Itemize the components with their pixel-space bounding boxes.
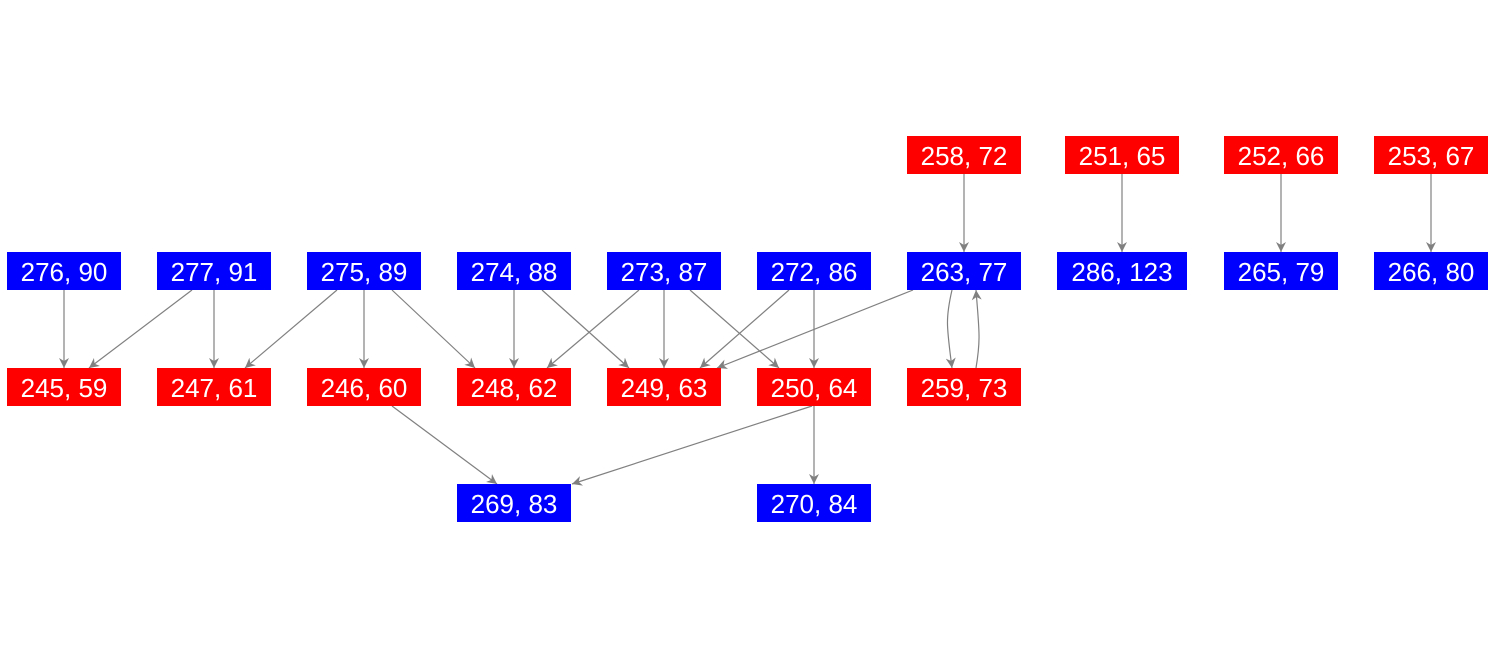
node-273: 273, 87: [607, 252, 721, 290]
node-label: 274, 88: [471, 257, 558, 287]
node-label: 286, 123: [1071, 257, 1172, 287]
node-box: [1374, 136, 1488, 174]
node-label: 269, 83: [471, 489, 558, 519]
node-258: 258, 72: [907, 136, 1021, 174]
node-box: [757, 484, 871, 522]
node-266: 266, 80: [1374, 252, 1488, 290]
node-box: [307, 252, 421, 290]
edge-272-to-249: [699, 289, 790, 369]
node-label: 258, 72: [921, 141, 1008, 171]
node-274: 274, 88: [457, 252, 571, 290]
node-249: 249, 63: [607, 368, 721, 406]
edge-259-to-263: [971, 289, 982, 369]
node-label: 272, 86: [771, 257, 858, 287]
node-253: 253, 67: [1374, 136, 1488, 174]
node-box: [1224, 252, 1338, 290]
node-259: 259, 73: [907, 368, 1021, 406]
node-label: 252, 66: [1238, 141, 1325, 171]
node-245: 245, 59: [7, 368, 121, 406]
node-251: 251, 65: [1065, 136, 1179, 174]
edge-263-to-259: [945, 289, 956, 369]
node-label: 270, 84: [771, 489, 858, 519]
node-248: 248, 62: [457, 368, 571, 406]
node-252: 252, 66: [1224, 136, 1338, 174]
edge-263-to-249: [716, 289, 914, 369]
node-label: 259, 73: [921, 373, 1008, 403]
node-box: [757, 368, 871, 406]
node-box: [607, 368, 721, 406]
node-box: [457, 252, 571, 290]
edge-250-to-269: [571, 405, 813, 486]
node-box: [457, 368, 571, 406]
node-270: 270, 84: [757, 484, 871, 522]
node-box: [607, 252, 721, 290]
node-label: 250, 64: [771, 373, 858, 403]
node-label: 247, 61: [171, 373, 258, 403]
node-box: [1374, 252, 1488, 290]
node-box: [1065, 136, 1179, 174]
nodes-layer: 258, 72 251, 65 252, 66 253, 67 276, 90 277, …: [7, 136, 1488, 522]
node-box: [457, 484, 571, 522]
node-label: 246, 60: [321, 373, 408, 403]
node-263: 263, 77: [907, 252, 1021, 290]
node-250: 250, 64: [757, 368, 871, 406]
edge-274-to-249: [541, 289, 630, 369]
edge-275-to-247: [244, 289, 338, 369]
node-box: [1057, 252, 1187, 290]
edge-275-to-248: [391, 289, 476, 369]
node-247: 247, 61: [157, 368, 271, 406]
node-box: [757, 252, 871, 290]
node-label: 277, 91: [171, 257, 258, 287]
node-label: 251, 65: [1079, 141, 1166, 171]
node-265: 265, 79: [1224, 252, 1338, 290]
node-box: [1224, 136, 1338, 174]
edge-273-to-248: [546, 289, 640, 369]
node-label: 265, 79: [1238, 257, 1325, 287]
node-246: 246, 60: [307, 368, 421, 406]
node-box: [7, 252, 121, 290]
node-label: 245, 59: [21, 373, 108, 403]
node-label: 266, 80: [1388, 257, 1475, 287]
node-box: [307, 368, 421, 406]
node-box: [157, 368, 271, 406]
node-272: 272, 86: [757, 252, 871, 290]
node-box: [907, 368, 1021, 406]
node-277: 277, 91: [157, 252, 271, 290]
node-286: 286, 123: [1057, 252, 1187, 290]
node-label: 249, 63: [621, 373, 708, 403]
node-box: [907, 136, 1021, 174]
node-box: [7, 368, 121, 406]
node-label: 276, 90: [21, 257, 108, 287]
node-276: 276, 90: [7, 252, 121, 290]
node-label: 275, 89: [321, 257, 408, 287]
node-275: 275, 89: [307, 252, 421, 290]
edge-277-to-245: [88, 289, 193, 369]
node-box: [157, 252, 271, 290]
node-label: 248, 62: [471, 373, 558, 403]
node-269: 269, 83: [457, 484, 571, 522]
node-label: 263, 77: [921, 257, 1008, 287]
edges-layer: [59, 174, 1436, 486]
node-box: [907, 252, 1021, 290]
edge-273-to-250: [689, 289, 780, 369]
node-label: 273, 87: [621, 257, 708, 287]
node-label: 253, 67: [1388, 141, 1475, 171]
edge-246-to-269: [391, 405, 498, 485]
